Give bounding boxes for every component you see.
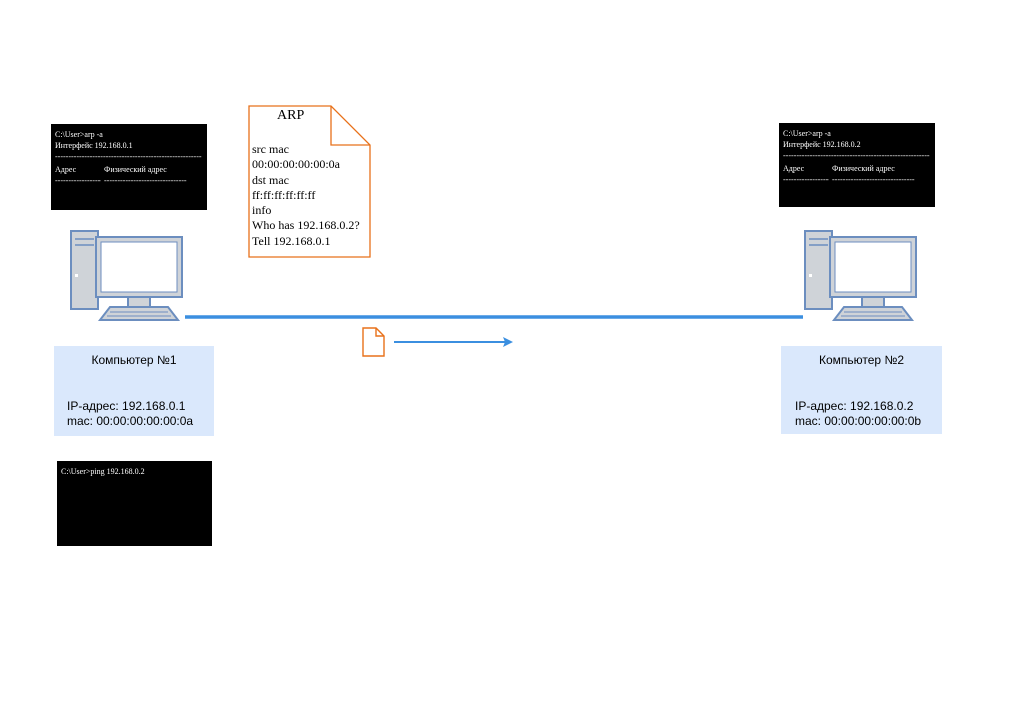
arp-field-dst-mac-label: dst mac (252, 172, 289, 187)
packet-direction-arrow-icon (394, 337, 513, 347)
terminal-col-physical-dash: ------------------------------- (104, 176, 187, 185)
terminal-divider: ----------------------------------------… (55, 152, 202, 161)
computer2-icon (804, 230, 917, 321)
terminal-computer1-ping: C:\User>ping 192.168.0.2 (57, 461, 212, 546)
computer2-ip: IP-адрес: 192.168.0.2 (795, 399, 914, 413)
terminal-command: C:\User>arp -a (783, 129, 831, 138)
terminal-divider: ----------------------------------------… (783, 151, 930, 160)
computer2-mac: mac: 00:00:00:00:00:0b (795, 414, 922, 428)
terminal-col-address-dash: ------------------ (783, 175, 829, 184)
computer2-info-box: Компьютер №2 IP-адрес: 192.168.0.2 mac: … (781, 346, 942, 434)
arp-field-dst-mac-value: ff:ff:ff:ff:ff:ff (252, 187, 316, 202)
terminal-interface: Интерфейс 192.168.0.1 (55, 141, 133, 150)
terminal-command: C:\User>arp -a (55, 130, 103, 139)
packet-icon (362, 327, 385, 357)
computer1-mac: mac: 00:00:00:00:00:0a (67, 414, 194, 428)
arp-field-info-label: info (252, 203, 272, 218)
terminal-col-physical: Физический адрес (104, 165, 167, 174)
terminal-computer2-arp: C:\User>arp -a Интерфейс 192.168.0.2 ---… (779, 123, 935, 207)
terminal-col-address: Адрес (55, 165, 77, 174)
document-shape-icon (248, 105, 371, 258)
arp-packet-document: ARP src mac 00:00:00:00:00:0a dst mac ff… (248, 105, 372, 259)
computer2-name: Компьютер №2 (819, 353, 904, 367)
terminal-command: C:\User>ping 192.168.0.2 (61, 467, 145, 476)
terminal-col-address-dash: ------------------ (55, 176, 101, 185)
terminal-col-address: Адрес (783, 164, 805, 173)
computer1-ip: IP-адрес: 192.168.0.1 (67, 399, 186, 413)
computer1-name: Компьютер №1 (91, 353, 177, 367)
computer1-info-box: Компьютер №1 IP-адрес: 192.168.0.1 mac: … (54, 346, 214, 436)
terminal-col-physical: Физический адрес (832, 164, 895, 173)
terminal-computer1-arp: C:\User>arp -a Интерфейс 192.168.0.1 ---… (51, 124, 207, 210)
arp-field-info-tell: Tell 192.168.0.1 (252, 233, 331, 248)
terminal-col-physical-dash: ------------------------------- (832, 175, 915, 184)
computer1-icon (70, 230, 183, 321)
arp-field-info-question: Who has 192.168.0.2? (252, 218, 360, 233)
arp-field-src-mac-label: src mac (252, 142, 289, 156)
arp-field-src-mac-value: 00:00:00:00:00:0a (252, 157, 340, 172)
terminal-interface: Интерфейс 192.168.0.2 (783, 140, 861, 149)
arp-packet-title: ARP (277, 108, 305, 123)
